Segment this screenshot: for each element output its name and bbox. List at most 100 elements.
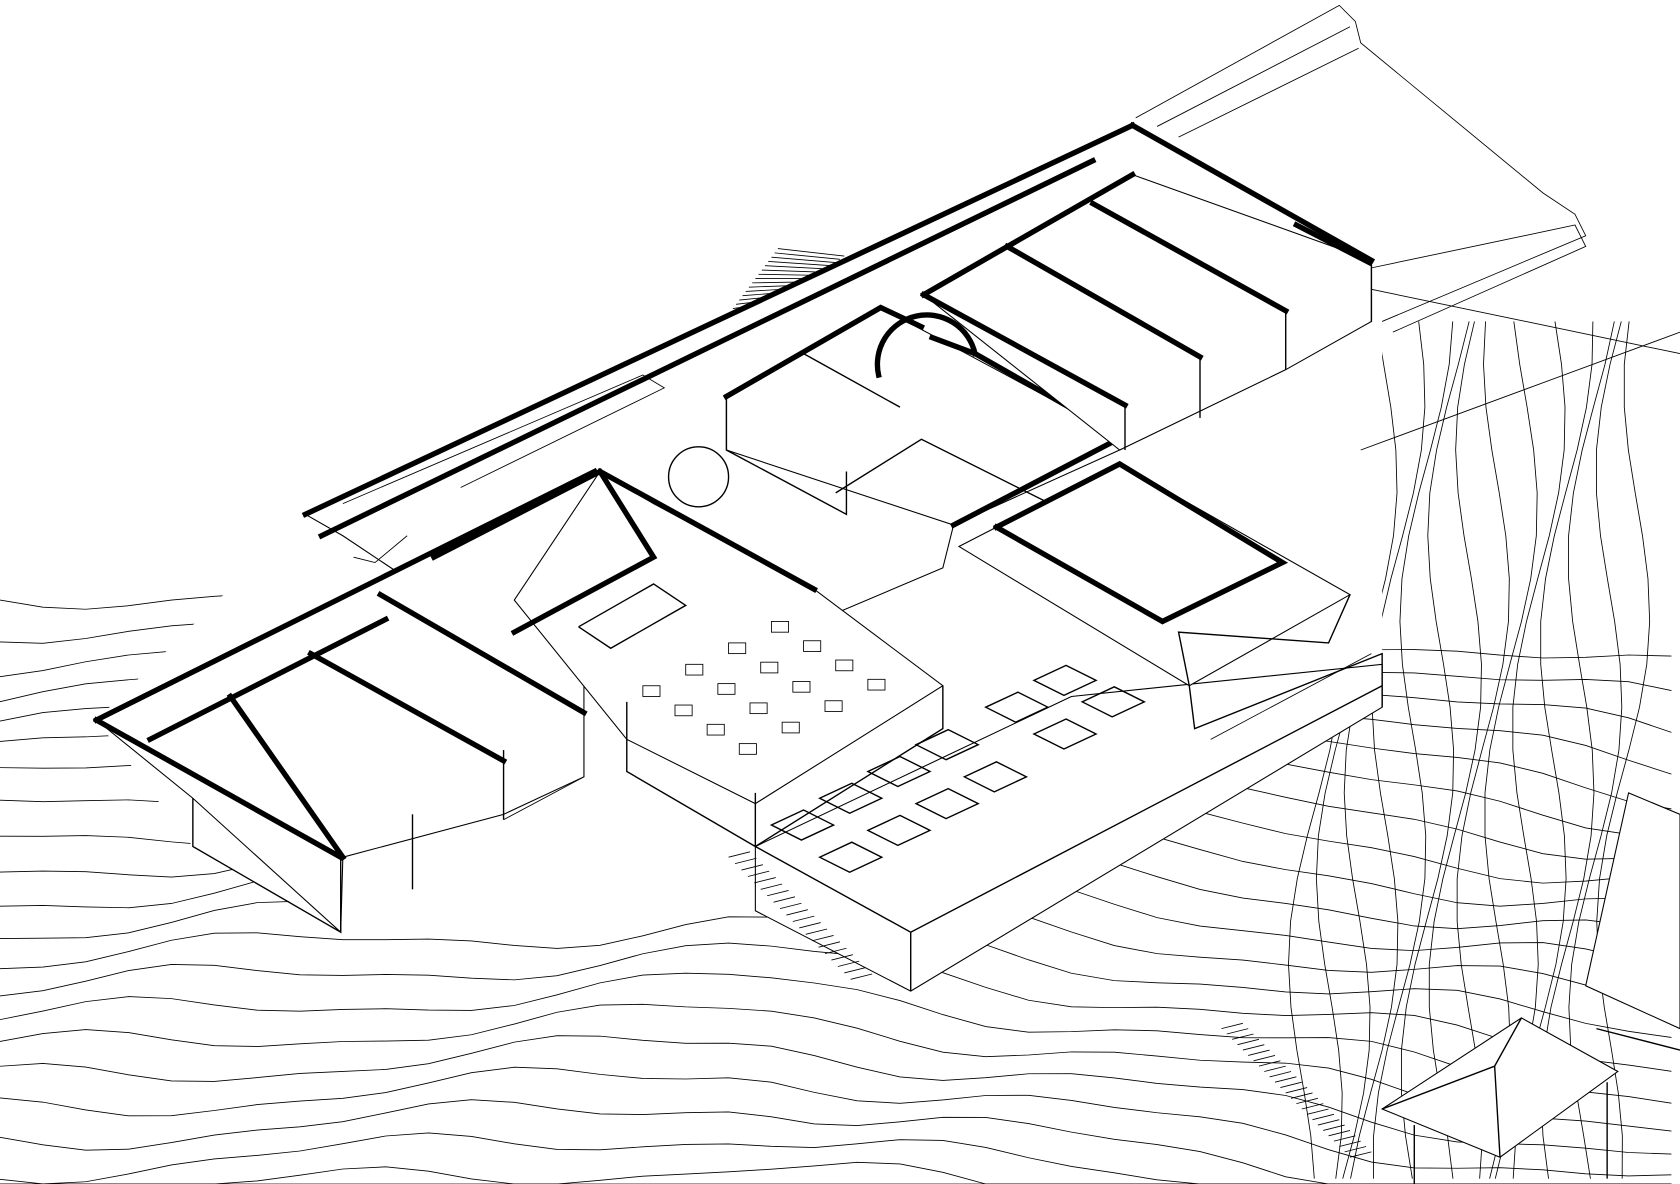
stair-tread: [1339, 1140, 1361, 1147]
stair-tread: [1349, 1151, 1372, 1158]
dining-table: [792, 681, 811, 693]
stair-tread: [786, 909, 808, 916]
sun-lounger: [866, 814, 932, 847]
dining-table: [749, 702, 768, 715]
sun-lounger: [984, 691, 1050, 723]
sun-lounger: [914, 787, 980, 820]
stair-tread: [774, 252, 841, 260]
stair-tread: [812, 934, 834, 942]
dining-table: [824, 700, 843, 712]
sun-lounger: [962, 761, 1029, 793]
stair-tread: [1333, 1135, 1356, 1142]
stair-tread: [792, 915, 815, 922]
sun-lounger: [914, 728, 980, 761]
dining-table: [728, 642, 747, 655]
lower-stairs: [728, 851, 1372, 1158]
contour-line: [0, 1161, 1672, 1184]
stair-tread: [761, 269, 823, 273]
stair-tread: [771, 256, 836, 263]
stair-tread: [734, 857, 757, 865]
lower-right-pavilion: [1380, 792, 1680, 1184]
dining-table: [771, 621, 789, 633]
right-wing-guest-rooms: [919, 170, 1373, 451]
contour-line: [1350, 321, 1426, 1179]
stair-tread: [741, 864, 763, 871]
stair-tread: [764, 265, 828, 270]
sun-loungers: [769, 664, 1146, 873]
contour-line: [0, 1003, 1672, 1132]
dining-table: [760, 661, 779, 674]
stair-tread: [1317, 1119, 1340, 1126]
stair-tread: [1328, 1130, 1351, 1137]
stair-tread: [728, 851, 751, 858]
stair-tread: [824, 947, 847, 955]
stair-tread: [1290, 1092, 1313, 1099]
stair-tread: [767, 889, 789, 897]
stair-tread: [1274, 1076, 1297, 1083]
stair-tread: [1237, 1038, 1260, 1046]
stair-tread: [799, 922, 821, 929]
stair-tread: [773, 896, 796, 903]
spa-box: [667, 304, 1128, 529]
contour-line: [0, 1099, 1672, 1184]
stair-tread: [1323, 1124, 1345, 1131]
dining-table: [738, 743, 757, 755]
stair-tread: [1248, 1049, 1270, 1056]
stair-tread: [1269, 1071, 1292, 1078]
sun-lounger: [818, 841, 884, 873]
stair-tread: [1296, 1097, 1318, 1105]
dining-table: [642, 685, 661, 697]
lounge-pavilion: [957, 460, 1383, 740]
dining-table: [867, 678, 886, 691]
sun-lounger: [1032, 718, 1098, 750]
contour-line: [1596, 321, 1651, 1179]
dining-table: [835, 659, 854, 672]
sun-lounger: [866, 755, 932, 788]
dining-table: [717, 683, 736, 695]
stair-tread: [777, 248, 845, 257]
stair-tread: [1226, 1028, 1249, 1035]
sun-lounger: [1080, 686, 1146, 718]
stair-tread: [754, 877, 776, 884]
contour-line: [0, 972, 1672, 1104]
dining-table: [803, 640, 822, 652]
stair-tread: [1258, 1060, 1281, 1067]
contour-line: [0, 1132, 1672, 1184]
contour-line: [0, 1035, 1672, 1155]
stair-tread: [1221, 1022, 1243, 1030]
dining-table: [685, 663, 704, 676]
dining-table: [706, 723, 725, 736]
stair-tread: [837, 960, 860, 967]
stair-tread: [1253, 1055, 1276, 1062]
stair-tread: [1280, 1081, 1302, 1088]
stair-tread: [805, 928, 828, 935]
stair-tread: [1285, 1087, 1308, 1094]
contour-line: [1456, 321, 1510, 1179]
stair-tread: [747, 870, 770, 877]
stair-tread: [1242, 1044, 1265, 1051]
stair-tread: [760, 883, 783, 890]
contour-line: [1568, 321, 1623, 1179]
sun-lounger: [818, 782, 884, 815]
stair-tread: [1344, 1146, 1367, 1153]
stair-tread: [1232, 1033, 1254, 1040]
contour-line: [1428, 321, 1482, 1179]
stair-tread: [1301, 1103, 1324, 1110]
stair-tread: [844, 967, 866, 974]
stair-tread: [1307, 1108, 1329, 1115]
dining-table: [781, 721, 800, 734]
restaurant-block: [430, 467, 944, 848]
dining-furniture: [642, 621, 886, 755]
upper-terrain: [1135, 4, 1680, 451]
stair-tread: [1264, 1065, 1286, 1072]
stair-tread: [1312, 1113, 1335, 1121]
contour-line: [1373, 321, 1454, 1179]
stair-tread: [831, 954, 853, 961]
contour-line: [0, 1066, 1672, 1177]
stair-tread: [768, 261, 832, 267]
sun-lounger: [1032, 664, 1098, 697]
dining-table: [674, 704, 693, 717]
sun-lounger: [769, 809, 836, 841]
